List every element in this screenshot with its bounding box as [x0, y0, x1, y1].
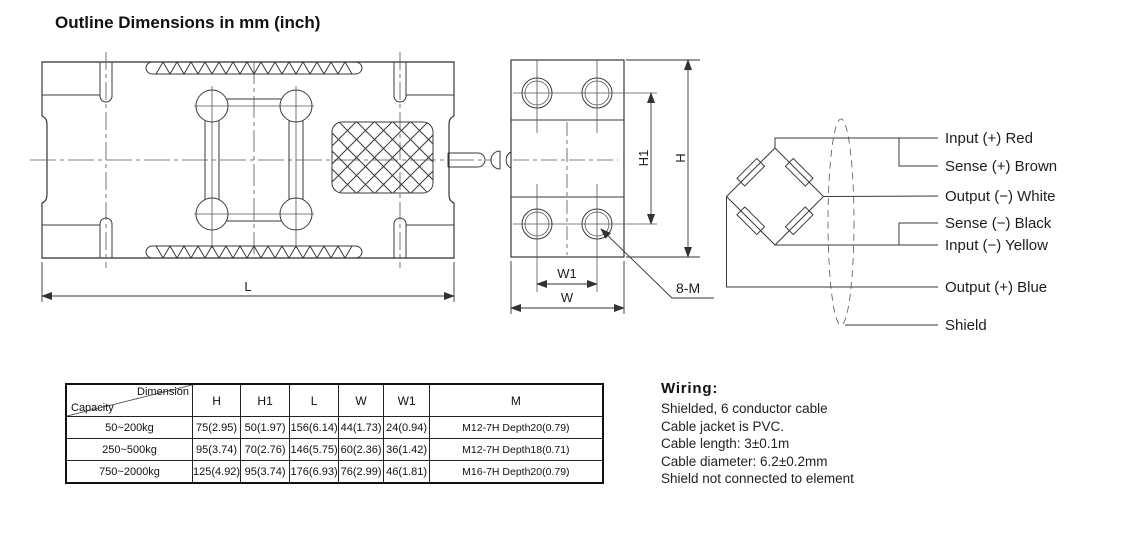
- dimension-W1: W1: [536, 266, 598, 288]
- page-title: Outline Dimensions in mm (inch): [55, 13, 321, 32]
- wire-label-sense-plus: Sense (+) Brown: [945, 158, 1057, 175]
- table-row: 750~2000kg 125(4.92) 95(3.74) 176(6.93) …: [65, 460, 604, 484]
- dim-label-W: W: [561, 290, 574, 305]
- thread-callout-label: 8-M: [676, 280, 700, 296]
- capacity-cell: 250~500kg: [65, 438, 193, 461]
- dim-label-H1: H1: [636, 150, 651, 167]
- wiring-note-line: Shield not connected to element: [661, 471, 854, 486]
- capacity-cell: 50~200kg: [65, 416, 193, 439]
- cell-H: 75(2.95): [191, 416, 242, 439]
- wiring-note-line: Shielded, 6 conductor cable: [661, 401, 828, 416]
- wire-label-sense-minus: Sense (−) Black: [945, 215, 1052, 232]
- dimension-table: Dimension Capacity H H1 L W W1 M 50~200k…: [65, 383, 604, 484]
- table-row: 250~500kg 95(3.74) 70(2.76) 146(5.75) 60…: [65, 438, 604, 461]
- gauge-cover-hatch: [331, 121, 434, 194]
- wire-label-shield: Shield: [945, 317, 987, 334]
- col-header-W: W: [338, 383, 385, 417]
- wiring-note-line: Cable diameter: 6.2±0.2mm: [661, 453, 828, 469]
- cell-M: M12-7H Depth20(0.79): [429, 416, 604, 439]
- dimension-H: H: [626, 59, 700, 258]
- cell-W: 60(2.36): [338, 438, 385, 461]
- wiring-note-line: Cable length: 3±0.1m: [661, 436, 790, 451]
- wiring-notes: Wiring: Shielded, 6 conductor cable Cabl…: [661, 380, 854, 488]
- cell-M: M16-7H Depth20(0.79): [429, 460, 604, 484]
- wire-label-output-plus: Output (+) Blue: [945, 279, 1047, 296]
- end-view-centerlines: [513, 60, 657, 292]
- dimension-H1: H1: [636, 92, 655, 225]
- table-header-row: Dimension Capacity H H1 L W W1 M: [65, 383, 604, 417]
- bridge-circuit: [725, 147, 825, 246]
- cell-H1: 70(2.76): [240, 438, 291, 461]
- col-header-H1: H1: [240, 383, 291, 417]
- table-row: 50~200kg 75(2.95) 50(1.97) 156(6.14) 44(…: [65, 416, 604, 439]
- side-view: L: [30, 52, 501, 302]
- cell-H: 125(4.92): [191, 460, 242, 484]
- cell-L: 146(5.75): [289, 438, 340, 461]
- wire-label-input-plus: Input (+) Red: [945, 130, 1033, 147]
- cell-L: 176(6.93): [289, 460, 340, 484]
- dim-label-L: L: [244, 279, 251, 294]
- wires: [726, 137, 939, 326]
- col-header-W1: W1: [383, 383, 431, 417]
- cell-W: 44(1.73): [338, 416, 385, 439]
- cable-shield-ellipse: [827, 118, 855, 326]
- end-view: H1 H W1 W 8-M: [505, 59, 714, 314]
- wiring-notes-heading: Wiring:: [661, 380, 719, 397]
- cell-W1: 36(1.42): [383, 438, 431, 461]
- wiring-diagram: Input (+) Red Sense (+) Brown Output (−)…: [725, 118, 1057, 334]
- cell-W1: 24(0.94): [383, 416, 431, 439]
- corner-label-capacity: Capacity: [71, 402, 114, 414]
- cell-H1: 95(3.74): [240, 460, 291, 484]
- col-header-H: H: [191, 383, 242, 417]
- cell-L: 156(6.14): [289, 416, 340, 439]
- col-header-M: M: [429, 383, 604, 417]
- dimension-W: W: [510, 261, 625, 314]
- bridge-resistors: [736, 157, 814, 236]
- wire-label-output-minus: Output (−) White: [945, 188, 1055, 205]
- wire-label-input-minus: Input (−) Yellow: [945, 237, 1048, 254]
- dimension-L: L: [41, 262, 455, 302]
- cell-H1: 50(1.97): [240, 416, 291, 439]
- cell-H: 95(3.74): [191, 438, 242, 461]
- wire-labels: Input (+) Red Sense (+) Brown Output (−)…: [945, 130, 1057, 334]
- cell-W1: 46(1.81): [383, 460, 431, 484]
- wiring-note-line: Cable jacket is PVC.: [661, 418, 785, 434]
- cable-end-stub: [505, 151, 512, 169]
- dim-label-H: H: [673, 153, 688, 162]
- cell-M: M12-7H Depth18(0.71): [429, 438, 604, 461]
- corner-label-dimension: Dimension: [137, 386, 189, 398]
- capacity-cell: 750~2000kg: [65, 460, 193, 484]
- col-header-L: L: [289, 383, 340, 417]
- table-corner-cell: Dimension Capacity: [67, 385, 192, 416]
- centerlines: [30, 52, 492, 268]
- dim-label-W1: W1: [557, 266, 577, 281]
- cable-exit: [447, 150, 501, 170]
- thread-callout: 8-M: [600, 228, 714, 299]
- cell-W: 76(2.99): [338, 460, 385, 484]
